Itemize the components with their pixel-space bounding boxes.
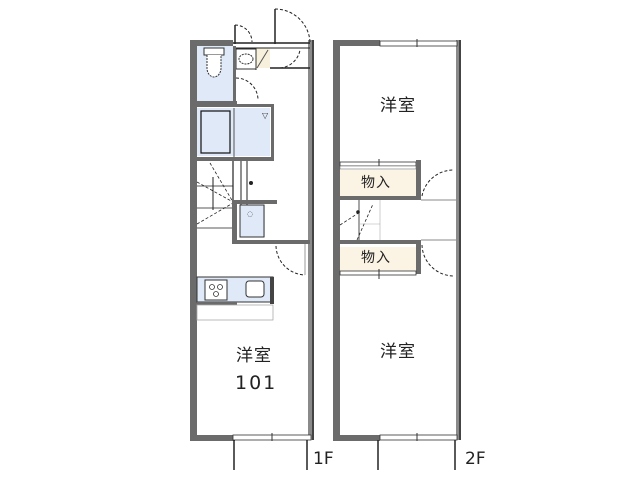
stairs-2f-icon [339, 200, 381, 241]
window-top-2f [379, 39, 458, 47]
bathroom-wall [195, 104, 274, 107]
kitchen-counter [196, 276, 274, 321]
entrance-door-swing [274, 8, 311, 44]
exterior-wall-bottom [190, 435, 235, 441]
exterior-wall-right-2f [456, 40, 460, 440]
laundry-machine-icon: ◌ [239, 204, 265, 238]
storage-lower [339, 239, 457, 279]
storage-name-2f-upper: 物入 [361, 175, 391, 191]
exterior-wall-left-2f [333, 40, 340, 440]
room-number-1f: 101 [235, 372, 278, 394]
toilet-icon [203, 47, 225, 78]
toilet-door-swing [235, 77, 259, 101]
door-swing-top-small [234, 24, 253, 44]
door-swing-2f-upper [421, 169, 457, 201]
storage-upper-fill [340, 170, 416, 197]
sink-icon [245, 280, 265, 298]
window-bottom-1f [232, 433, 312, 470]
floor-label-2f: 2F [465, 449, 486, 469]
exterior-wall-bottom-2f [333, 435, 380, 441]
storage-lower-fill [340, 247, 416, 272]
washbasin-icon [235, 48, 257, 70]
utility-door-swing [279, 49, 301, 69]
room-name-1f: 洋室 [236, 346, 272, 366]
laundry-wall [232, 200, 277, 204]
stairs-icon [196, 161, 253, 229]
storage-upper [339, 159, 421, 200]
stove-icon [204, 279, 228, 301]
room-name-2f-upper: 洋室 [380, 96, 416, 116]
second-floor-plan [333, 39, 461, 470]
door-swing-2f-lower [421, 244, 455, 277]
exterior-wall-left [190, 40, 197, 440]
exterior-wall-top-2f [333, 40, 380, 46]
floor-label-1f: 1F [313, 449, 334, 469]
exterior-wall-top [190, 40, 233, 46]
exterior-wall-right [308, 40, 313, 440]
shower-icon: ▽ [262, 111, 269, 120]
first-floor-plan: ▽ ◌ [190, 8, 314, 470]
svg-text:◌: ◌ [247, 210, 253, 218]
bathtub-icon [200, 108, 235, 157]
room-name-2f-lower: 洋室 [380, 342, 416, 362]
interior-door-swing [275, 244, 306, 276]
window-bottom-2f [377, 433, 458, 470]
storage-name-2f-lower: 物入 [361, 250, 391, 266]
